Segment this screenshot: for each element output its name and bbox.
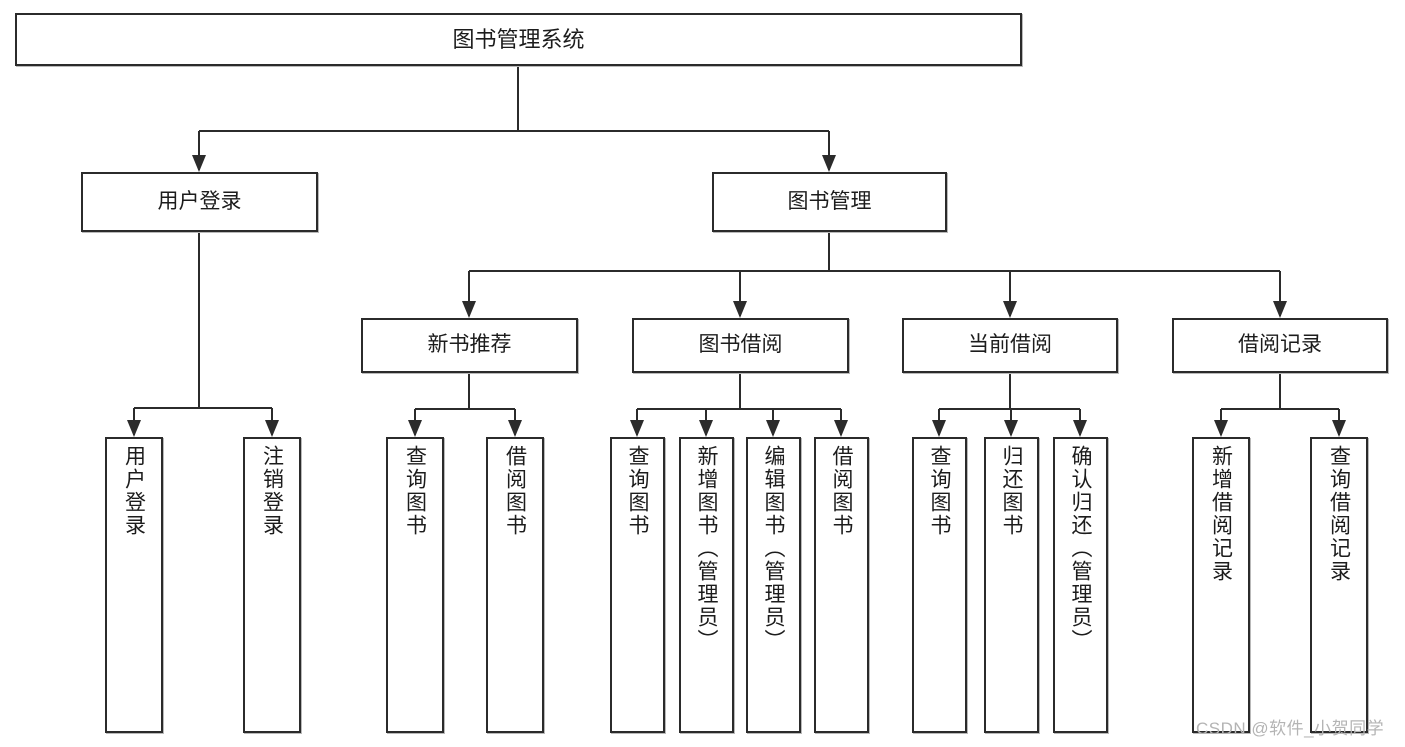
node-book-borrow[interactable]: 图书借阅 [632,318,849,373]
node-book-borrow-label: 图书借阅 [698,333,783,357]
leaf-user-login-signout[interactable]: 注销登录 [243,437,301,733]
leaf-borrow-add-book[interactable]: 新增图书（管理员） [679,437,734,733]
node-book-management-label: 图书管理 [787,189,872,213]
leaf-borrow-edit-book[interactable]: 编辑图书（管理员） [746,437,801,733]
node-user-login[interactable]: 用户登录 [81,172,318,232]
leaf-new-book-borrow[interactable]: 借阅图书 [486,437,544,733]
leaf-borrow-edit-book-label: 编辑图书（管理员） [762,445,785,652]
node-root-system[interactable]: 图书管理系统 [15,13,1022,66]
node-new-book-recommend-label: 新书推荐 [427,333,512,357]
leaf-borrow-query-book[interactable]: 查询图书 [610,437,665,733]
leaf-user-login-signin[interactable]: 用户登录 [105,437,163,733]
leaf-new-book-borrow-label: 借阅图书 [503,445,527,537]
leaf-new-book-query-label: 查询图书 [403,445,427,537]
leaf-records-add-record[interactable]: 新增借阅记录 [1192,437,1250,733]
leaf-records-query-record[interactable]: 查询借阅记录 [1310,437,1368,733]
leaf-current-query-book-label: 查询图书 [928,445,951,537]
leaf-user-login-signin-label: 用户登录 [122,445,146,537]
node-current-borrow-label: 当前借阅 [968,333,1052,357]
leaf-current-confirm-return[interactable]: 确认归还（管理员） [1053,437,1108,733]
leaf-borrow-borrow-book[interactable]: 借阅图书 [814,437,869,733]
node-borrow-records-label: 借阅记录 [1238,333,1322,357]
leaf-borrow-borrow-book-label: 借阅图书 [830,445,853,537]
leaf-borrow-add-book-label: 新增图书（管理员） [695,445,718,652]
leaf-user-login-signout-label: 注销登录 [260,445,284,537]
leaf-records-query-record-label: 查询借阅记录 [1327,445,1351,583]
node-new-book-recommend[interactable]: 新书推荐 [361,318,578,373]
node-root-system-label: 图书管理系统 [452,26,585,52]
node-borrow-records[interactable]: 借阅记录 [1172,318,1388,373]
leaf-current-confirm-return-label: 确认归还（管理员） [1069,445,1092,652]
leaf-current-query-book[interactable]: 查询图书 [912,437,967,733]
leaf-new-book-query[interactable]: 查询图书 [386,437,444,733]
leaf-borrow-query-book-label: 查询图书 [626,445,649,537]
leaf-current-return-book[interactable]: 归还图书 [984,437,1039,733]
node-book-management[interactable]: 图书管理 [712,172,947,232]
csdn-watermark: CSDN @软件_小贺同学 [1196,719,1385,738]
node-user-login-label: 用户登录 [157,189,242,213]
leaf-current-return-book-label: 归还图书 [1000,445,1023,537]
leaf-records-add-record-label: 新增借阅记录 [1209,445,1233,583]
node-current-borrow[interactable]: 当前借阅 [902,318,1118,373]
